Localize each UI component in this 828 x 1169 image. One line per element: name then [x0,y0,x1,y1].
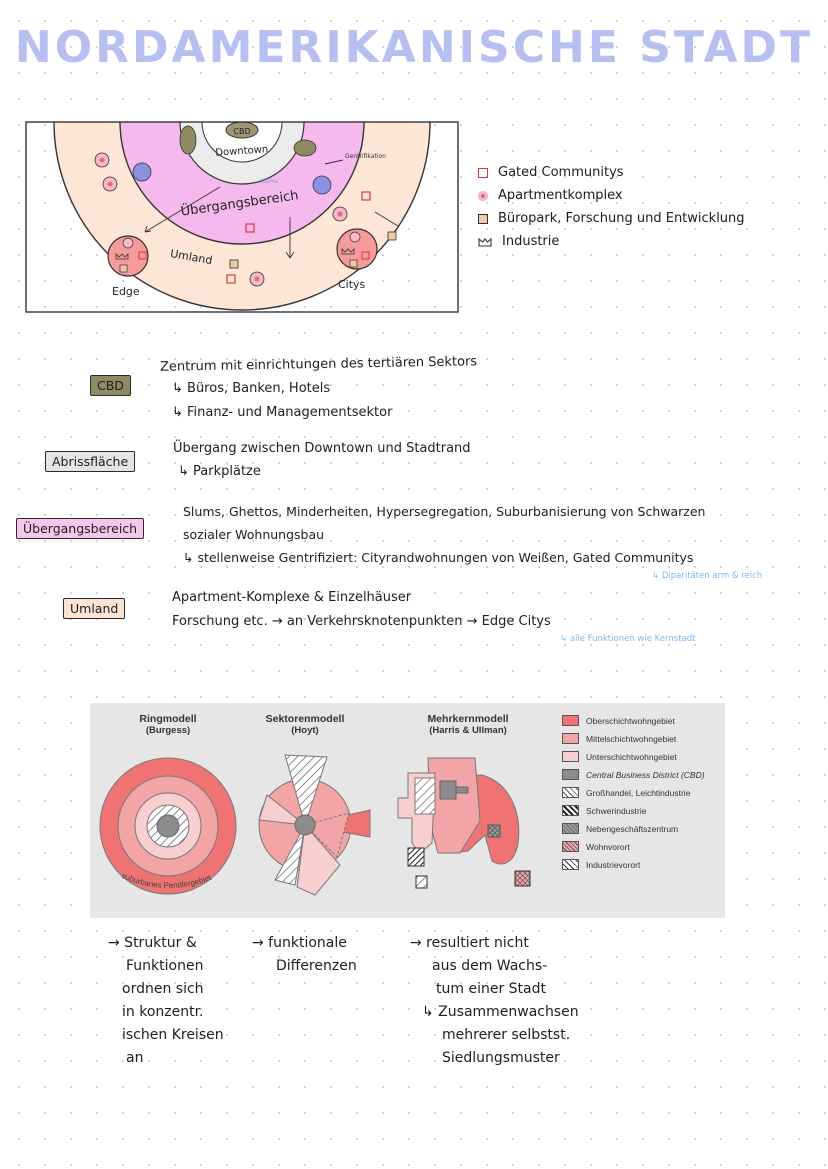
swatch-icon [562,733,579,744]
ring-model: suburbanes Pendlergebiet [99,757,237,895]
slum-circle-1 [132,162,152,182]
swatch-icon [562,823,579,834]
model-legend-mittelschicht: Mittelschichtwohngebiet [562,733,676,744]
parking-blob-left [179,125,197,155]
city-structure-diagram: CBD Downtown Slums Übergangsbereich Umla… [25,121,459,313]
umland-note: ↳ alle Funktionen wie Kernstadt [560,634,696,644]
swatch-icon [562,859,579,870]
umland-line-1: Apartment-Komplexe & Einzelhäuser [172,590,412,605]
swatch-icon [562,841,579,852]
tag-umland: Umland [63,598,126,619]
cbd-line-2: ↳ Büros, Banken, Hotels [172,381,331,396]
gated-marker-3 [226,274,236,284]
sector-model-title: Sektorenmodell (Hoyt) [265,713,345,736]
abriss-line-1: Übergang zwischen Downtown und Stadtrand [173,441,471,456]
multi-model-title: Mehrkernmodell (Harris & Ullman) [427,713,509,736]
parking-blob-right [293,139,317,157]
swatch-icon [562,715,579,726]
ring-model-title: Ringmodell (Burgess) [139,713,197,736]
swatch-icon [562,769,579,780]
abriss-line-2: ↳ Parkplätze [178,464,261,479]
legend-gated: Gated Communitys [478,165,624,180]
legend-office: Büropark, Forschung und Entwicklung [478,211,745,226]
citys-label: Citys [338,278,366,291]
gentrifikation-label: Gentrifikation [345,153,386,160]
city-models-drawing: suburbanes Pendlergebiet [99,754,531,896]
slum-circle-2 [312,175,332,195]
cbd-line-1: Zentrum mit einrichtungen des tertiären … [159,354,478,375]
tag-cbd: CBD [90,375,131,396]
slums-label: Slums [260,178,278,185]
ring-model-notes: → Struktur & Funktionen ordnen sich in k… [108,935,224,1066]
inner-ring [201,122,283,163]
sector-model [258,754,371,896]
swatch-icon [562,787,579,798]
sector-model-notes: → funktionale Differenzen [252,935,357,974]
model-legend-grosshandel: Großhandel, Leichtindustrie [562,787,690,798]
model-legend-cbd: Central Business District (CBD) [562,769,705,780]
model-legend-wohnvorort: Wohnvorort [562,841,630,852]
swatch-icon [562,751,579,762]
model-legend-oberschicht: Oberschichtwohngebiet [562,715,675,726]
downtown-label: Downtown [215,144,269,159]
page-title: NORDAMERIKANISCHE STADT [14,22,814,73]
legend-apartment: Apartmentkomplex [478,188,623,203]
uebergang-line-1: Slums, Ghettos, Minderheiten, Hypersegre… [183,504,706,519]
square-red-outline-icon [478,167,488,178]
tag-uebergangsbereich: Übergangsbereich [16,518,145,539]
umland-line-2: Forschung etc. → an Verkehrsknotenpunkte… [172,614,551,629]
gated-marker-1 [245,223,255,233]
industry-icon [478,237,492,247]
multi-model-notes: → resultiert nicht aus dem Wachs- tum ei… [410,935,579,1066]
cbd-line-3: ↳ Finanz- und Managementsektor [172,405,393,420]
multi-nuclei-model [397,757,531,889]
diagram-frame [25,121,459,313]
cbd-label: CBD [233,127,250,136]
swatch-icon [562,805,579,816]
edge-label: Edge [112,285,140,298]
model-legend-unterschicht: Unterschichtwohngebiet [562,751,677,762]
model-legend-nebengeschaeft: Nebengeschäftszentrum [562,823,678,834]
cbd-core [225,122,259,139]
gated-marker-2 [361,191,371,201]
tan-square-icon [478,213,488,224]
uebergang-line-2: sozialer Wohnungsbau [183,527,325,542]
pink-circle-icon [478,190,488,201]
legend-industry: Industrie [478,234,559,249]
model-legend-schwerindustrie: Schwerindustrie [562,805,646,816]
uebergang-note: ↳ Diparitäten arm & reich [652,571,763,581]
tag-abrissflaeche: Abrissfläche [45,451,136,472]
model-legend-industrievorort: Industrievorort [562,859,640,870]
uebergang-line-3: ↳ stellenweise Gentrifiziert: Cityrandwo… [183,550,694,565]
city-models-panel: Ringmodell (Burgess) Sektorenmodell (Hoy… [90,703,725,918]
